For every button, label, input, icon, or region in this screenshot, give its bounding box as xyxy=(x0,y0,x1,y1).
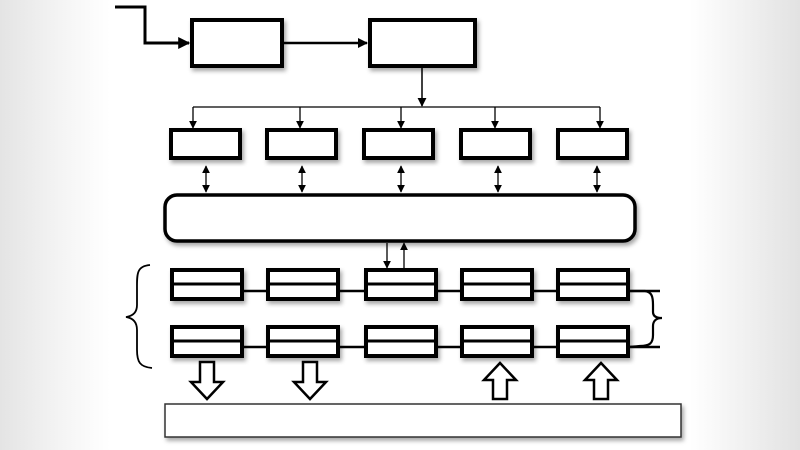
middle-box xyxy=(459,128,532,160)
middle-box xyxy=(362,128,435,160)
bus-bar xyxy=(163,193,637,243)
top-box-2 xyxy=(368,18,477,68)
right-brace xyxy=(627,289,663,349)
hollow-arrow-down-icon xyxy=(188,360,226,401)
hollow-arrow-up-icon xyxy=(481,361,519,401)
middle-box xyxy=(265,128,338,160)
hollow-arrow-down-icon xyxy=(291,360,329,401)
middle-box xyxy=(169,128,242,160)
bottom-bar xyxy=(164,403,682,438)
hollow-arrow-up-icon xyxy=(582,361,620,401)
top-box-1 xyxy=(190,18,284,68)
middle-box xyxy=(556,128,629,160)
left-brace xyxy=(125,264,153,369)
input-arrow xyxy=(115,5,191,49)
